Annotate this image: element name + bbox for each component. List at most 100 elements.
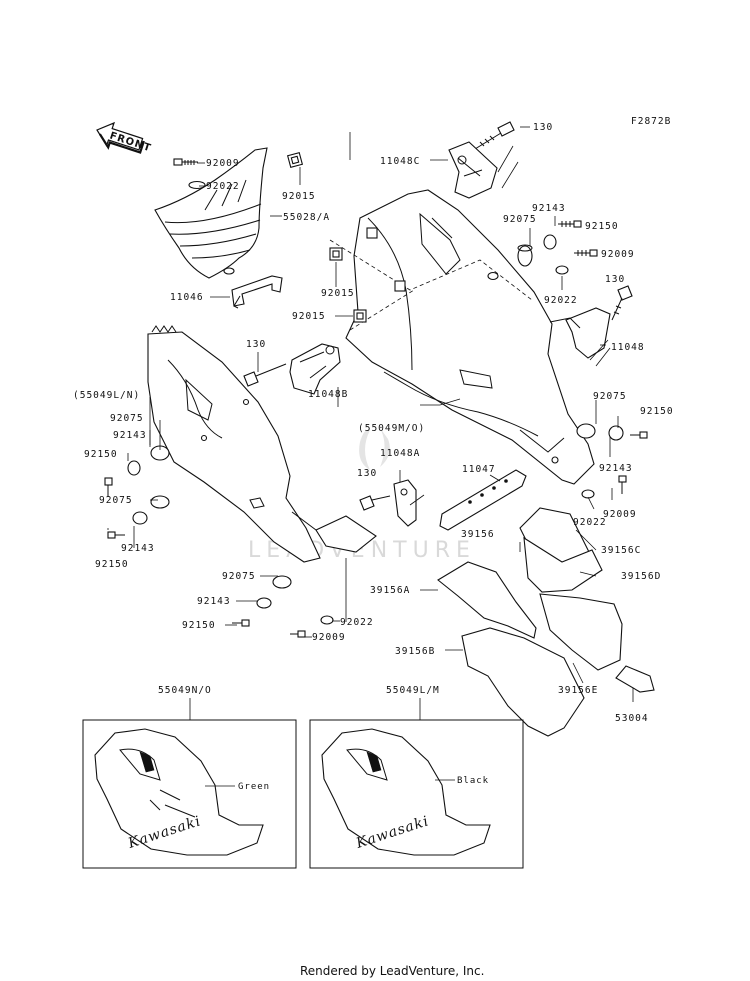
label-92150: 92150 (182, 620, 216, 631)
screw-icon (104, 477, 113, 497)
inset-left-color: Green (238, 782, 270, 792)
grommet-icon (272, 575, 292, 589)
washer-icon (581, 489, 595, 499)
label-39156D: 39156D (621, 571, 661, 582)
label-92150: 92150 (95, 559, 129, 570)
part-39156A (437, 561, 537, 639)
screw-icon (630, 431, 648, 439)
label-92075: 92075 (593, 391, 627, 402)
label-92022: 92022 (340, 617, 374, 628)
part-55049MO (329, 189, 595, 485)
label-92022: 92022 (573, 517, 607, 528)
label-53004: 53004 (615, 713, 649, 724)
label-92015: 92015 (282, 191, 316, 202)
label-92150: 92150 (585, 221, 619, 232)
label-39156: 39156 (461, 529, 495, 540)
bolt-icon (611, 285, 633, 321)
label-130: 130 (357, 468, 377, 479)
bracket-11046 (231, 275, 283, 309)
label-130: 130 (533, 122, 553, 133)
grommet-icon (150, 495, 170, 509)
label-55049MO: (55049M/O) (358, 423, 425, 434)
clip-icon (353, 309, 367, 323)
collar-icon (132, 511, 148, 525)
label-39156E: 39156E (558, 685, 598, 696)
label-92009: 92009 (312, 632, 346, 643)
footer-credit: Rendered by LeadVenture, Inc. (300, 964, 484, 978)
inset-right: 55049L/M Kawasaki Black (309, 685, 524, 869)
collar-icon (256, 597, 272, 609)
label-92022: 92022 (206, 181, 240, 192)
label-11046: 11046 (170, 292, 204, 303)
label-92150: 92150 (640, 406, 674, 417)
label-92015: 92015 (292, 311, 326, 322)
inset-right-color: Black (457, 776, 489, 786)
label-39156B: 39156B (395, 646, 435, 657)
label-92075: 92075 (99, 495, 133, 506)
collar-icon (608, 425, 624, 441)
screw-icon (618, 475, 627, 494)
label-92150: 92150 (84, 449, 118, 460)
bracket-11048C (448, 141, 519, 199)
part-labels: 130 11048C 92009 92022 92015 55028/A 110… (73, 122, 674, 724)
clip-icon (366, 227, 406, 292)
screw-icon (107, 531, 125, 539)
label-55049LN: (55049L/N) (73, 390, 140, 401)
inset-left: 55049N/O Kawasaki Green (82, 685, 297, 869)
part-53004 (615, 665, 655, 693)
bolt-icon (359, 495, 391, 511)
part-39156D (523, 536, 603, 593)
ref-code: F2872B (631, 116, 671, 127)
washer-icon (320, 615, 334, 625)
label-11048A: 11048A (380, 448, 420, 459)
screw-icon (290, 630, 306, 638)
label-92143: 92143 (113, 430, 147, 441)
bracket-11048A (393, 479, 425, 527)
washer-icon (188, 180, 206, 190)
screw-icon (232, 619, 250, 627)
label-130: 130 (605, 274, 625, 285)
label-11048B: 11048B (308, 389, 348, 400)
label-92143: 92143 (197, 596, 231, 607)
label-92075: 92075 (110, 413, 144, 424)
screw-icon (558, 220, 582, 228)
part-39156B (461, 627, 585, 737)
part-39156E (539, 593, 623, 671)
label-11048C: 11048C (380, 156, 420, 167)
collar-icon (127, 460, 141, 476)
inset-right-label: 55049L/M (386, 685, 440, 696)
collar-icon (543, 234, 557, 250)
bracket-11048B (289, 343, 341, 395)
bolt-icon (243, 363, 287, 387)
washer-icon (555, 265, 569, 275)
label-92075: 92075 (222, 571, 256, 582)
screw-icon (173, 158, 198, 166)
label-92143: 92143 (532, 203, 566, 214)
leader-lines (107, 126, 634, 702)
label-92143: 92143 (121, 543, 155, 554)
clip-icon (286, 151, 304, 169)
label-92009: 92009 (603, 509, 637, 520)
part-55028A (154, 147, 268, 279)
label-92075: 92075 (503, 214, 537, 225)
clip-icon (329, 247, 343, 261)
label-39156A: 39156A (370, 585, 410, 596)
part-55049LN (147, 325, 377, 563)
part-11047 (439, 469, 527, 531)
bracket-11048 (549, 307, 611, 367)
label-92015: 92015 (321, 288, 355, 299)
label-55028A: 55028/A (283, 212, 330, 223)
label-39156C: 39156C (601, 545, 641, 556)
bolt-icon (474, 121, 515, 150)
screw-icon (574, 249, 598, 257)
label-130: 130 (246, 339, 266, 350)
label-92022: 92022 (544, 295, 578, 306)
inset-left-label: 55049N/O (158, 685, 212, 696)
label-92009: 92009 (206, 158, 240, 169)
label-11048: 11048 (611, 342, 645, 353)
label-11047: 11047 (462, 464, 496, 475)
label-92009: 92009 (601, 249, 635, 260)
front-arrow-icon: FRONT (96, 121, 153, 154)
label-92143: 92143 (599, 463, 633, 474)
